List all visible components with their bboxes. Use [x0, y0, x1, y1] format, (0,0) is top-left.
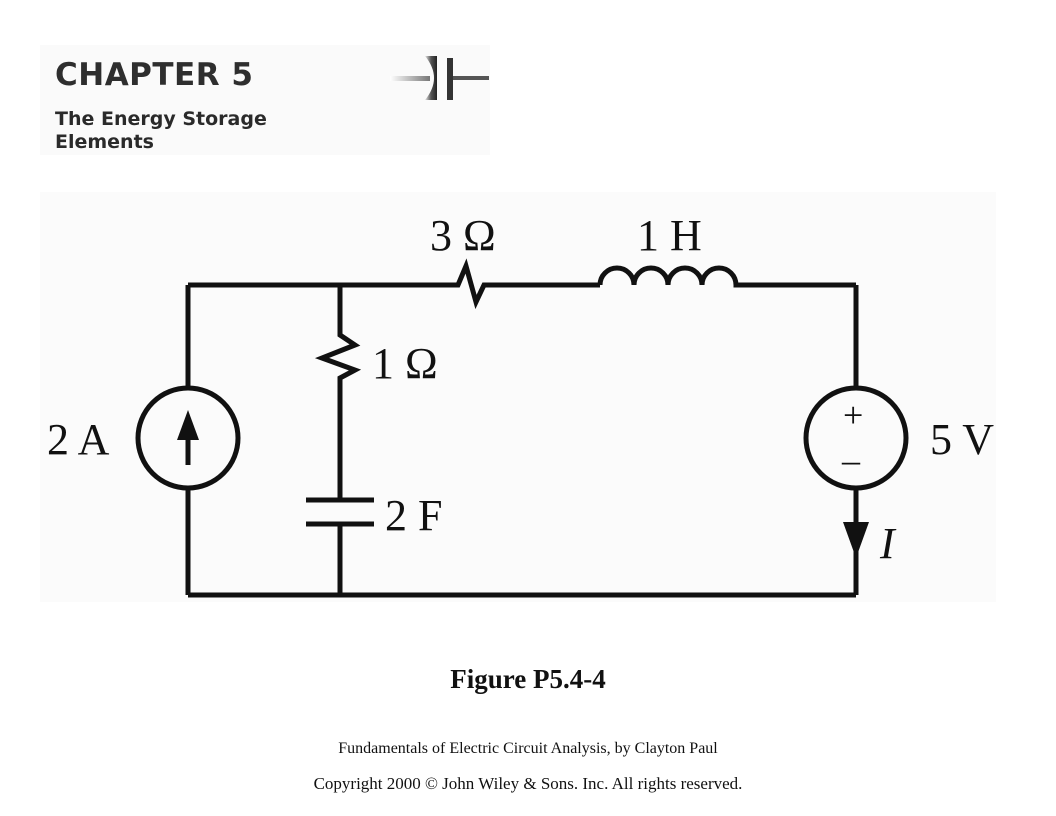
book-credit: Fundamentals of Electric Circuit Analysi… [338, 740, 718, 757]
circuit-diagram-panel [40, 192, 996, 602]
inductor-1-h-icon [597, 265, 856, 288]
resistor-3-ohm-icon [446, 258, 600, 310]
chapter-header [40, 45, 490, 155]
shunt-resistor-label: 1 Ω [372, 339, 438, 388]
shunt-resistor-1-ohm-icon [314, 285, 362, 500]
capacitor-logo-icon [390, 56, 489, 100]
chapter-subtitle-line-2: Elements [55, 131, 154, 153]
copyright-notice: Copyright 2000 © John Wiley & Sons. Inc.… [313, 774, 743, 793]
voltage-source-plus: + [843, 395, 863, 435]
capacitor-2-f-label: 2 F [385, 491, 442, 540]
chapter-subtitle-line-1: The Energy Storage [55, 108, 267, 130]
voltage-source-minus: – [841, 440, 861, 480]
current-direction-arrow-icon [843, 522, 869, 558]
current-variable-label: I [879, 519, 897, 568]
voltage-source-label: 5 V [930, 415, 994, 464]
current-source-icon [135, 385, 241, 491]
capacitor-2-f-icon [306, 497, 374, 527]
voltage-source-icon [803, 385, 909, 491]
chapter-title: CHAPTER 5 [55, 57, 254, 93]
figure-caption: Figure P5.4-4 [450, 664, 606, 694]
inductor-1-h-label: 1 H [637, 211, 702, 260]
resistor-3-ohm-label: 3 Ω [430, 211, 496, 260]
current-source-label: 2 A [47, 415, 110, 464]
current-source-arrow-icon [177, 410, 199, 465]
